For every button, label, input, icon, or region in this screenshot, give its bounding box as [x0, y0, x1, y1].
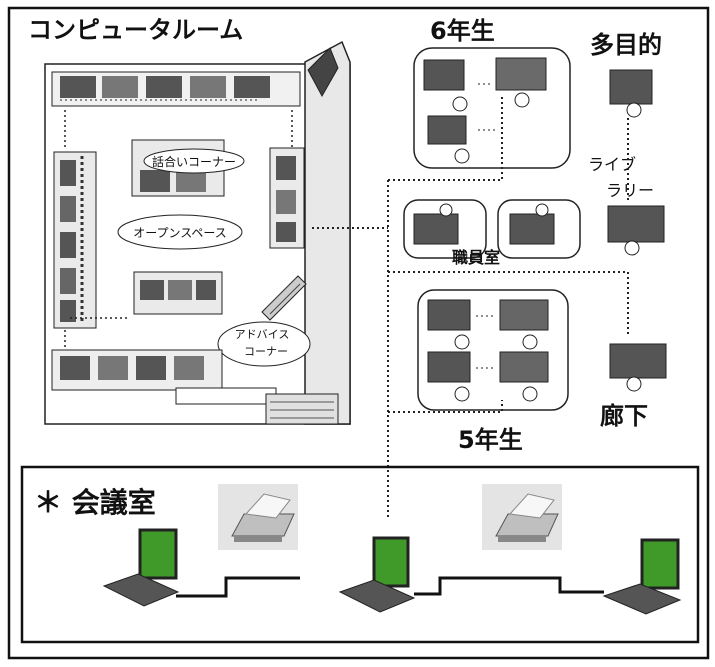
laptop-icon	[602, 538, 682, 615]
laptop-icon	[102, 528, 180, 607]
staff-room-label: 職員室	[452, 248, 500, 267]
staff-room	[403, 199, 581, 259]
library-label-1: ライブ	[588, 155, 636, 174]
grade5-room	[417, 289, 569, 411]
hanashiai-label: 話合いコーナー	[152, 154, 236, 169]
meeting-room-wires	[176, 576, 604, 598]
laptop-icon	[338, 536, 416, 613]
bottom-desk-row	[51, 349, 277, 405]
hallway-pc	[609, 343, 667, 392]
grade6-label: 6年生	[430, 17, 495, 45]
outer-frame	[7, 6, 710, 660]
open-space-label: オープンスペース	[133, 226, 227, 240]
printer-icon	[218, 484, 298, 550]
computer-room: 話合いコーナー オープンスペース アドバイス コーナー	[44, 40, 351, 425]
hallway-label: 廊下	[600, 402, 648, 430]
advice-label-2: コーナー	[244, 345, 288, 358]
library-label-2: ラリー	[606, 181, 654, 200]
right-desk-column	[269, 147, 305, 249]
computer-room-title: コンピュータルーム	[28, 16, 243, 44]
center-desk	[133, 271, 223, 315]
meeting-room-label: ＊ 会議室	[34, 486, 156, 519]
printer-icon	[482, 484, 562, 550]
library-pc	[607, 205, 665, 256]
left-desk-column	[53, 151, 97, 329]
tamokuteki-pc	[609, 69, 653, 118]
grade5-label: 5年生	[458, 426, 523, 454]
top-desk-row	[51, 71, 301, 107]
meeting-room-box	[20, 465, 700, 644]
grade6-room	[413, 47, 571, 169]
advice-label-1: アドバイス	[235, 328, 290, 341]
network-lines	[312, 96, 629, 518]
tamokuteki-label: 多目的	[590, 31, 662, 59]
